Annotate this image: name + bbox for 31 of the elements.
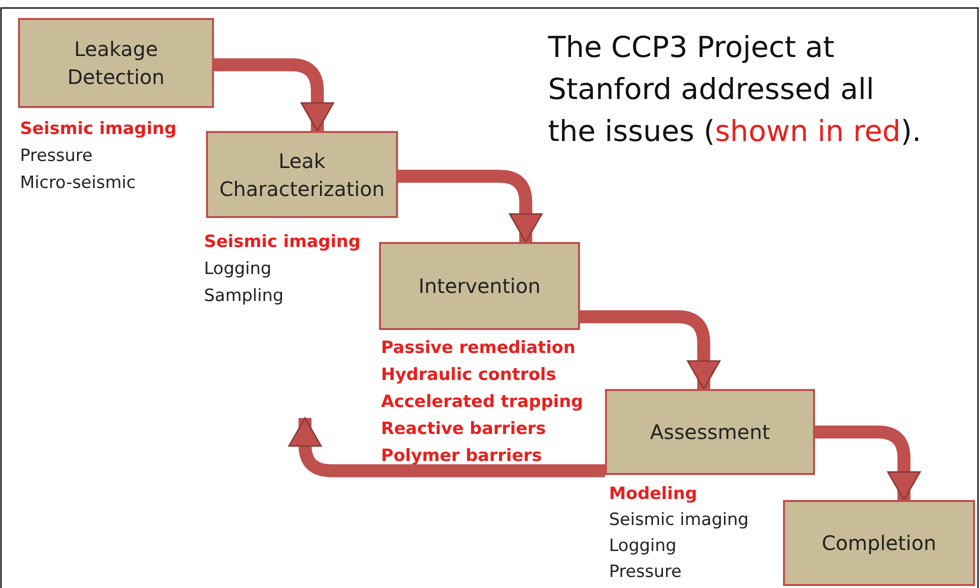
process-box — [605, 389, 815, 475]
method-item: Micro-seismic — [20, 172, 136, 195]
method-item: Seismic imaging — [204, 231, 361, 254]
method-item: Seismic imaging — [20, 118, 177, 141]
box-label: Leakage Detection — [66, 36, 166, 91]
box-label: Leak Characterization — [219, 148, 385, 202]
method-item: Modeling — [609, 483, 698, 506]
process-box — [206, 131, 398, 218]
box-label: Intervention — [418, 273, 541, 300]
process-box — [379, 242, 580, 330]
process-box — [18, 18, 214, 108]
method-item: Polymer barriers — [381, 445, 542, 468]
method-item: Passive remediation — [381, 337, 576, 360]
method-item: Hydraulic controls — [381, 364, 556, 387]
curved-arrow — [398, 170, 542, 243]
method-item: Logging — [204, 258, 272, 281]
curved-arrow — [288, 417, 605, 478]
curved-arrow — [214, 58, 334, 132]
method-item: Seismic imaging — [609, 509, 749, 532]
process-box — [783, 500, 975, 586]
method-item: Accelerated trapping — [381, 391, 584, 414]
curved-arrow — [580, 310, 720, 390]
box-label: Completion — [822, 530, 936, 557]
method-item: Pressure — [20, 145, 93, 168]
curved-arrow — [815, 426, 921, 501]
method-item: Sampling — [204, 285, 284, 308]
method-item: Pressure — [609, 561, 682, 584]
box-label: Assessment — [650, 419, 770, 446]
title: The CCP3 Project at Stanford addressed all the issues (shown in red). — [548, 29, 922, 150]
method-item: Logging — [609, 535, 676, 558]
method-item: Reactive barriers — [381, 418, 546, 441]
